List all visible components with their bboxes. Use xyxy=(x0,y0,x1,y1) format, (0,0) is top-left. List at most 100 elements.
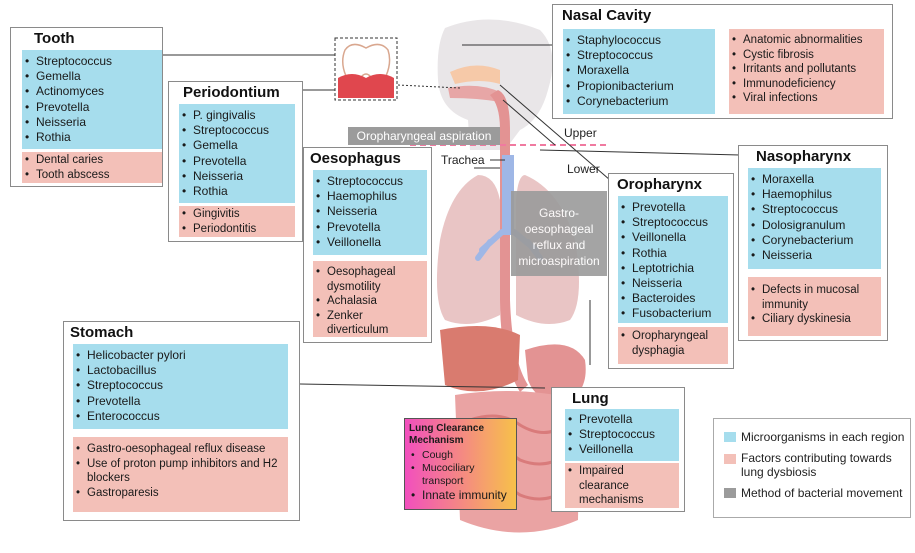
list-item: Streptococcus xyxy=(179,123,295,138)
stomach-factors: Gastro-oesophageal reflux disease Use of… xyxy=(73,437,288,512)
connector-nasopharynx-2 xyxy=(540,150,740,155)
oesophagus-factor-list: Oesophageal dysmotility Achalasia Zenker… xyxy=(313,261,427,338)
periodontium-microorganisms: P. gingivalis Streptococcus Gemella Prev… xyxy=(179,104,295,203)
list-item: Gemella xyxy=(22,69,162,84)
list-item: P. gingivalis xyxy=(179,108,295,123)
list-item: Propionibacterium xyxy=(563,79,715,94)
tooth-title: Tooth xyxy=(34,30,75,47)
nasal-factors: Anatomic abnormalities Cystic fibrosis I… xyxy=(729,29,884,114)
nasal-cavity-title: Nasal Cavity xyxy=(562,7,651,24)
list-item: Haemophilus xyxy=(313,189,427,204)
periodontium-factor-list: Gingivitis Periodontitis xyxy=(179,206,295,236)
stomach-microorganisms: Helicobacter pylori Lactobacillus Strept… xyxy=(73,344,288,429)
stomach-factor-list: Gastro-oesophageal reflux disease Use of… xyxy=(73,437,288,500)
legend-swatch-factors xyxy=(724,454,736,464)
oesophagus-factors: Oesophageal dysmotility Achalasia Zenker… xyxy=(313,261,427,337)
nasopharynx-title: Nasopharynx xyxy=(756,148,851,165)
oropharynx-micro-list: Prevotella Streptococcus Veillonella Rot… xyxy=(618,196,728,322)
nasopharynx-factor-list: Defects in mucosal immunity Ciliary dysk… xyxy=(748,277,881,327)
list-item: Anatomic abnormalities xyxy=(729,33,884,48)
periodontium-region: Periodontium P. gingivalis Streptococcus… xyxy=(168,81,303,242)
oropharynx-microorganisms: Prevotella Streptococcus Veillonella Rot… xyxy=(618,196,728,323)
list-item: Ciliary dyskinesia xyxy=(748,312,881,327)
liver xyxy=(440,326,520,391)
oropharynx-factors: Oropharyngeal dysphagia xyxy=(618,327,728,364)
lung-clearance-box: Lung Clearance Mechanism Cough Mucocilia… xyxy=(404,418,517,510)
list-item: Neisseria xyxy=(179,169,295,184)
oropharynx-region: Oropharynx Prevotella Streptococcus Veil… xyxy=(608,173,734,369)
tooth-factors: Dental caries Tooth abscess xyxy=(22,152,162,183)
list-item: Rothia xyxy=(179,184,295,199)
list-item: Prevotella xyxy=(565,412,679,427)
list-item: Actinomyces xyxy=(22,84,162,99)
lung-clearance-title: Lung Clearance Mechanism xyxy=(409,423,505,447)
legend-swatch-microorganisms xyxy=(724,432,736,442)
list-item: Corynebacterium xyxy=(563,94,715,109)
list-item: Oesophageal dysmotility xyxy=(313,265,417,294)
list-item: Dolosigranulum xyxy=(748,218,881,233)
oesophagus-micro-list: Streptococcus Haemophilus Neisseria Prev… xyxy=(313,170,427,250)
gum-icon xyxy=(338,74,394,98)
list-item: Enterococcus xyxy=(73,409,288,424)
list-item: Prevotella xyxy=(73,394,288,409)
list-item: Impaired clearance mechanisms xyxy=(565,464,659,508)
tooth-micro-list: Streptococcus Gemella Actinomyces Prevot… xyxy=(22,50,162,145)
list-item: Zenker diverticulum xyxy=(313,309,407,338)
list-item: Neisseria xyxy=(313,204,427,219)
upper-label: Upper xyxy=(564,126,597,140)
list-item: Lactobacillus xyxy=(73,363,288,378)
lung-micro-list: Prevotella Streptococcus Veillonella xyxy=(565,409,679,458)
list-item: Viral infections xyxy=(729,91,884,106)
list-item: Gastroparesis xyxy=(73,486,288,501)
list-item: Achalasia xyxy=(313,294,427,309)
list-item: Neisseria xyxy=(22,115,162,130)
list-item: Prevotella xyxy=(313,220,427,235)
stomach-title: Stomach xyxy=(70,324,133,341)
tooth-microorganisms: Streptococcus Gemella Actinomyces Prevot… xyxy=(22,50,162,149)
list-item: Immunodeficiency xyxy=(729,77,884,92)
list-item: Veillonella xyxy=(618,230,728,245)
list-item: Streptococcus xyxy=(73,378,288,393)
nasopharynx-factors: Defects in mucosal immunity Ciliary dysk… xyxy=(748,277,881,336)
legend: Microorganisms in each region Factors co… xyxy=(713,418,911,518)
list-item: Veillonella xyxy=(313,235,427,250)
oesophagus-microorganisms: Streptococcus Haemophilus Neisseria Prev… xyxy=(313,170,427,255)
list-item: Periodontitis xyxy=(179,222,295,237)
list-item: Oropharyngeal dysphagia xyxy=(618,329,724,358)
legend-swatch-method xyxy=(724,488,736,498)
list-item: Cough xyxy=(408,449,507,462)
stomach-region: Stomach Helicobacter pylori Lactobacillu… xyxy=(63,321,300,521)
list-item: Streptococcus xyxy=(563,48,715,63)
lung-factor-list: Impaired clearance mechanisms xyxy=(565,463,679,508)
list-item: Fusobacterium xyxy=(618,306,728,321)
oropharyngeal-aspiration-box: Oropharyngeal aspiration xyxy=(348,127,500,145)
lung-microorganisms: Prevotella Streptococcus Veillonella xyxy=(565,409,679,461)
periodontium-micro-list: P. gingivalis Streptococcus Gemella Prev… xyxy=(179,104,295,199)
list-item: Irritants and pollutants xyxy=(729,62,884,77)
lung-region: Lung Prevotella Streptococcus Veillonell… xyxy=(551,387,685,512)
list-item: Tooth abscess xyxy=(22,168,162,183)
lung-factors: Impaired clearance mechanisms xyxy=(565,463,679,508)
legend-label-microorganisms: Microorganisms in each region xyxy=(741,430,904,444)
list-item: Moraxella xyxy=(563,63,715,78)
list-item: Gastro-oesophageal reflux disease xyxy=(73,442,288,457)
list-item: Leptotrichia xyxy=(618,261,728,276)
list-item: Streptococcus xyxy=(22,54,162,69)
oropharynx-factor-list: Oropharyngeal dysphagia xyxy=(618,327,728,358)
connector-stomach xyxy=(300,384,545,388)
list-item: Use of proton pump inhibitors and H2 blo… xyxy=(73,457,282,486)
list-item: Prevotella xyxy=(22,100,162,115)
list-item: Rothia xyxy=(22,130,162,145)
nasal-micro-list: Staphylococcus Streptococcus Moraxella P… xyxy=(563,29,715,109)
nasal-factor-list: Anatomic abnormalities Cystic fibrosis I… xyxy=(729,29,884,106)
oesophagus-title: Oesophagus xyxy=(310,150,401,167)
periodontium-title: Periodontium xyxy=(183,84,280,101)
list-item: Gingivitis xyxy=(179,207,295,222)
list-item: Neisseria xyxy=(618,276,728,291)
list-item: Streptococcus xyxy=(565,427,679,442)
list-item: Haemophilus xyxy=(748,187,881,202)
lung-clearance-list: Cough Mucociliary transport Innate immun… xyxy=(408,449,507,503)
reflux-microaspiration-box: Gastro-oesophageal reflux and microaspir… xyxy=(511,191,607,276)
oesophagus-region: Oesophagus Streptococcus Haemophilus Nei… xyxy=(303,147,432,343)
